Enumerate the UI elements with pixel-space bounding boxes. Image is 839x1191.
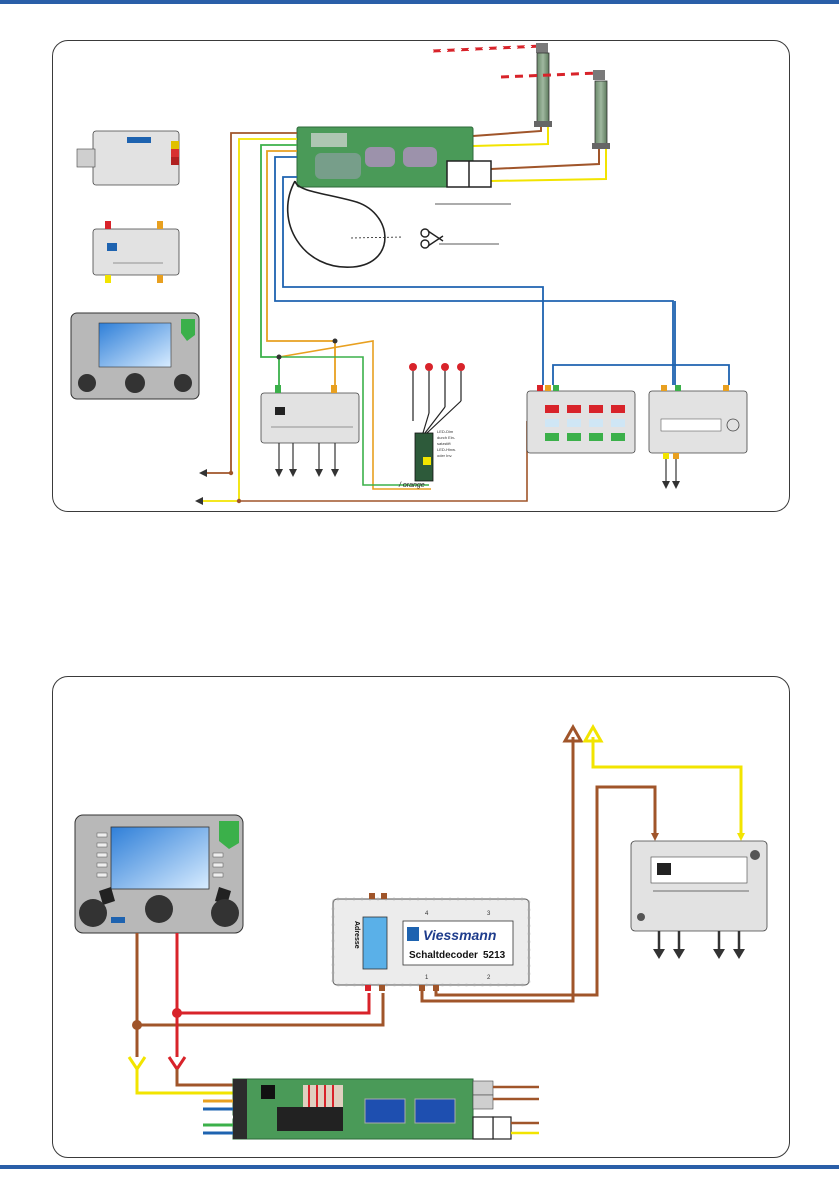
switch-output-module xyxy=(631,841,767,959)
top-border-line xyxy=(0,0,839,4)
barrier-gate-1 xyxy=(433,43,552,127)
decoder-number: 5213 xyxy=(483,950,506,961)
decoder-name: Schaltdecoder xyxy=(409,950,478,961)
led-note-1: LED-Dim xyxy=(437,429,454,434)
led-note-3: satzstift xyxy=(437,441,451,446)
barrier-gate-2 xyxy=(501,70,610,149)
switch-module xyxy=(93,221,179,283)
led-signal-group: LED-Dim durch Ein- satzstift LED-Hinw. o… xyxy=(409,363,465,481)
decoder-board xyxy=(233,1079,511,1139)
output-module xyxy=(261,385,359,477)
command-station-large xyxy=(75,815,243,933)
decoder-brand: Viessmann xyxy=(423,927,496,943)
led-note-5: oder Inv. xyxy=(437,453,452,458)
barrier-control-board xyxy=(297,127,491,187)
decoder-address-label: Adresse xyxy=(353,921,360,949)
command-station xyxy=(71,313,199,399)
sound-module xyxy=(649,385,747,489)
wiring-diagram-top: LED-Dim durch Ein- satzstift LED-Hinw. o… xyxy=(52,40,790,512)
wiring-diagram-bottom: Viessmann Schaltdecoder 5213 Adresse 4 3… xyxy=(52,676,790,1158)
scissors-icon xyxy=(421,229,443,248)
power-supply-module xyxy=(77,131,179,185)
led-note-2: durch Ein- xyxy=(437,435,456,440)
led-note-4: LED-Hinw. xyxy=(437,447,456,452)
push-button-panel xyxy=(527,385,635,453)
wire-label-orange: / orange xyxy=(398,482,425,489)
bottom-border-line xyxy=(0,1165,839,1169)
diagram-bottom-svg: Viessmann Schaltdecoder 5213 Adresse 4 3… xyxy=(53,677,789,1157)
switch-decoder-5213: Viessmann Schaltdecoder 5213 Adresse 4 3… xyxy=(333,893,529,991)
diagram-top-svg: LED-Dim durch Ein- satzstift LED-Hinw. o… xyxy=(53,41,789,511)
